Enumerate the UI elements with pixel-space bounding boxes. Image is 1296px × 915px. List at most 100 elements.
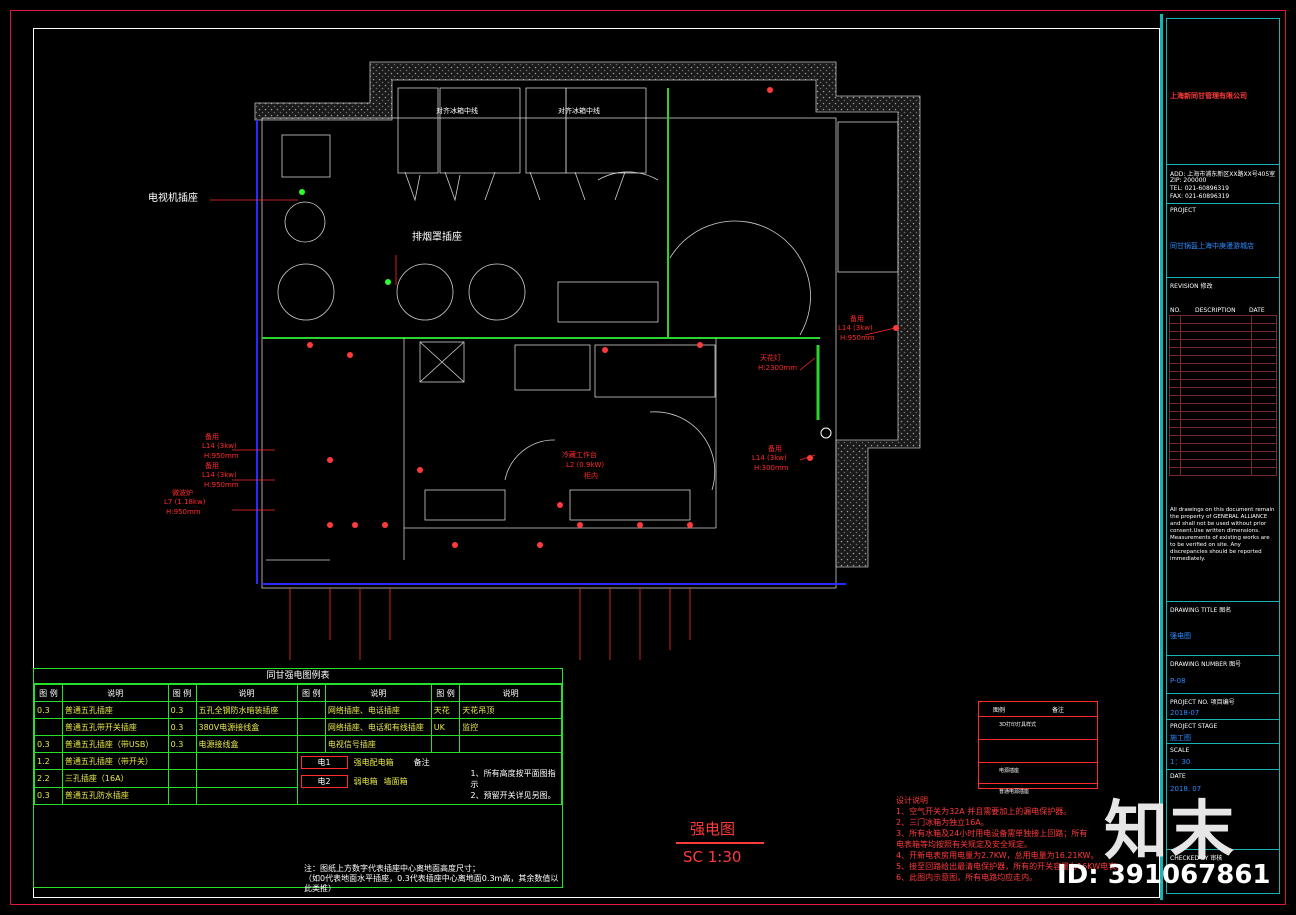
symbol-table-r4: 普通电源插座 xyxy=(999,789,1030,795)
symbol-table-h1: 图例 xyxy=(992,706,1005,714)
revision-grid xyxy=(1169,315,1277,476)
legend-grid: 图 例 说明 图 例 说明 图 例 说明 图 例 说明 0.3 普通五孔插座 0… xyxy=(34,684,563,806)
legend-desc: 电源接线盒 xyxy=(195,735,298,753)
drawing-scale: SC 1:30 xyxy=(683,848,742,866)
drawing-title: 强电图 xyxy=(690,820,736,838)
legend-symbol xyxy=(296,701,326,719)
distribution-box-2: 电2 xyxy=(300,775,348,788)
revision-desc: DESCRIPTION xyxy=(1195,307,1236,314)
legend-symbol xyxy=(34,718,63,736)
frame-divider xyxy=(1160,14,1163,900)
remark-1: 1、所有高度按平面图指示 xyxy=(470,769,556,789)
title-underline xyxy=(676,842,764,844)
stage-value: 施工图 xyxy=(1170,734,1191,742)
note-line: 2、三门冰箱为独立16A。 xyxy=(896,818,989,827)
distribution-box-1-desc: 强电配电箱 xyxy=(353,758,394,767)
project-label: PROJECT xyxy=(1170,207,1196,214)
label-left-reserve-1-h: H:950mm xyxy=(204,452,239,460)
legend-symbol xyxy=(296,735,326,753)
label-left-reserve-1: 备用 xyxy=(205,433,219,441)
remark-2: 2、预留开关详见另图。 xyxy=(470,791,556,800)
note-line: 4、开新电表房用电量为2.7KW，总用电量为16.21KW。 xyxy=(896,851,1099,860)
legend-symbol: 天花 xyxy=(430,701,461,719)
stage-label: PROJECT STAGE xyxy=(1170,723,1218,730)
label-left-oven-h: H:950mm xyxy=(166,508,201,516)
legend-symbol: 2.2 xyxy=(34,769,63,788)
legend-symbol: 0.3 xyxy=(34,735,63,753)
legend-desc: 普通五孔插座 xyxy=(61,701,169,719)
scale-label: SCALE xyxy=(1170,747,1190,754)
legend-desc: 三孔插座（16A） xyxy=(61,769,169,788)
exterior-wall xyxy=(254,61,921,568)
label-reserve-mid-load: L14 (3kw) xyxy=(752,454,787,462)
project-name: 同甘锅盔上海中庚漫游城店 xyxy=(1170,242,1254,250)
legend-header: 说明 xyxy=(195,684,298,702)
company-zip: ZIP: 200000 xyxy=(1170,177,1207,184)
note-line: 5、接至回路给出最清电保护器，所有的开关容量为16KW电表。 xyxy=(896,862,1125,871)
title-block: 上海新同甘管理有限公司 ADD: 上海市浦东新区XX路XX号405室 ZIP: … xyxy=(1166,18,1280,894)
drawing-title-label: DRAWING TITLE 图名 xyxy=(1170,607,1232,614)
outer-frame xyxy=(10,10,1286,905)
legend-desc: 普通五孔防水插座 xyxy=(61,786,169,806)
label-hood-socket: 排烟罩插座 xyxy=(412,232,462,243)
revision-label: REVISION 修改 xyxy=(1170,283,1213,290)
label-left-reserve-2-h: H:950mm xyxy=(204,481,239,489)
remarks-title: 备注 xyxy=(413,758,430,767)
project-no-label: PROJECT NO. 项目编号 xyxy=(1170,699,1235,706)
legend-desc: 普通五孔带开关插座 xyxy=(61,718,169,736)
company-address: ADD: 上海市浦东新区XX路XX号405室 xyxy=(1170,171,1276,178)
legend-desc: 天花吊顶 xyxy=(459,701,562,719)
symbol-table-r1: 3D打印灯具样式 xyxy=(979,717,1097,740)
symbol-table-r3: 电源插座 xyxy=(979,763,1097,784)
legend-symbol: 0.3 xyxy=(34,786,63,806)
company-tel: TEL: 021-60896319 xyxy=(1170,185,1229,192)
design-notes: 设计说明 1、空气开关为32A 并且需要加上的漏电保护器。 2、三门冰箱为独立1… xyxy=(896,795,1156,883)
revision-date: DATE xyxy=(1249,307,1265,314)
legend-symbol: UK xyxy=(430,718,461,736)
legend-desc: 普通五孔插座（带开关） xyxy=(61,751,169,771)
legend-symbol: 0.3 xyxy=(34,701,63,719)
label-tv-socket: 电视机插座 xyxy=(148,193,198,204)
checked-label: CHECKED BY 审核 xyxy=(1170,855,1223,862)
legend-header: 图 例 xyxy=(430,684,461,702)
legend-desc: 网络插座、电话插座 xyxy=(324,701,432,719)
company-name: 上海新同甘管理有限公司 xyxy=(1170,92,1247,100)
legend-symbol: 0.3 xyxy=(167,701,197,719)
label-left-oven: 微波炉 xyxy=(172,489,193,497)
legend-desc: 监控 xyxy=(459,718,562,736)
distribution-box-2-note: 墙面箱 xyxy=(383,777,408,786)
legend-header: 说明 xyxy=(459,684,562,702)
label-cold-station-load: L2 (0.9kW) xyxy=(566,461,605,469)
legend-desc: 380V电源接线盒 xyxy=(195,718,298,736)
scale-value: 1：30 xyxy=(1170,758,1191,766)
label-reserve-right-h: H:950mm xyxy=(840,334,875,342)
legend-desc: 电视信号插座 xyxy=(324,735,432,753)
note-line: 电表箱等均按照有关规定及安全规定。 xyxy=(896,840,1032,849)
legend-header: 说明 xyxy=(61,684,169,702)
note-line: 3、所有水箱及24小时用电设备需单独接上回路；所有 xyxy=(896,829,1088,838)
legend-symbol: 0.3 xyxy=(167,718,197,736)
legend-symbol xyxy=(296,718,326,736)
note-line: 6、此图内示意图，所有电路均应走内。 xyxy=(896,873,1038,882)
legend-header: 图 例 xyxy=(34,684,63,702)
legend-desc: 五孔全钢防水暗装插座 xyxy=(195,701,298,719)
label-ceiling-light: 天花灯 xyxy=(760,354,781,362)
legend-header: 图 例 xyxy=(296,684,326,702)
legend-table: 同甘强电图例表 图 例 说明 图 例 说明 图 例 说明 图 例 说明 0.3 … xyxy=(33,668,563,893)
watermark-id: ID: 391067861 xyxy=(1057,860,1271,890)
legend-header: 图 例 xyxy=(167,684,197,702)
symbol-table-h2: 备注 xyxy=(1051,706,1064,714)
label-ceiling-light-h: H:2300mm xyxy=(758,364,798,372)
legend-footer-note-2: （如0代表地面水平插座，0.3代表插座中心离地面0.3m高，其余数值以此类推） xyxy=(304,874,559,893)
legend-desc: 网络插座、电话和有线插座 xyxy=(324,718,432,736)
label-left-reserve-1-load: L14 (3kw) xyxy=(202,442,237,450)
label-reserve-mid: 备用 xyxy=(768,445,782,453)
drawing-number-value: P-08 xyxy=(1170,677,1186,685)
label-align-left: 对齐冰箱中线 xyxy=(436,107,478,115)
legend-title: 同甘强电图例表 xyxy=(34,669,562,684)
label-cold-station-note: 柜内 xyxy=(584,472,598,480)
drawing-frame xyxy=(33,28,1160,898)
symbol-table-r2 xyxy=(979,740,1097,763)
drawing-title-value: 强电图 xyxy=(1170,632,1191,640)
label-left-reserve-2-load: L14 (3kw) xyxy=(202,471,237,479)
